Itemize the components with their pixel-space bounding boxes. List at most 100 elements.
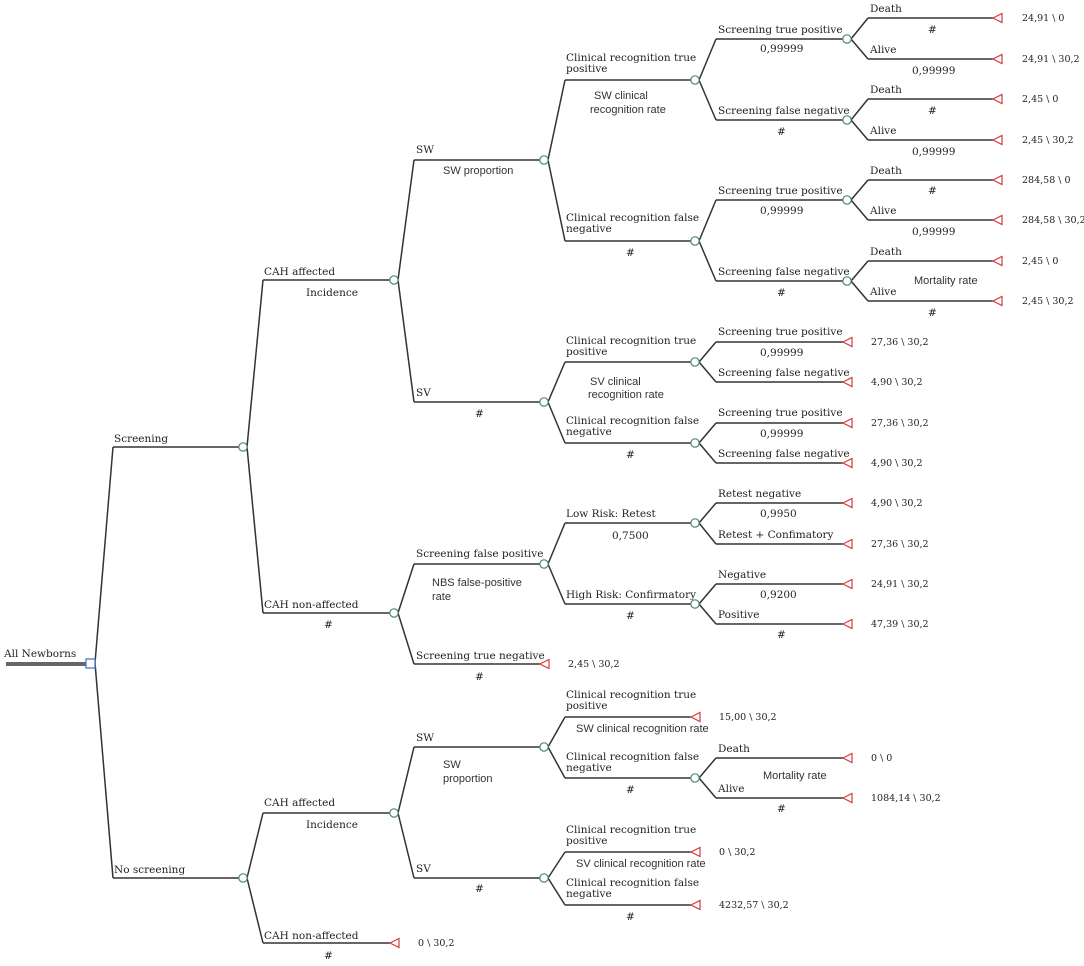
payoff-value: 4,90 \ 30,2 bbox=[871, 377, 923, 388]
branch-label-screening-false-negative: Screening false negative bbox=[718, 367, 850, 379]
branch-label-retest-negative: Retest negative bbox=[718, 488, 801, 500]
terminal-node[interactable] bbox=[991, 174, 1003, 186]
prob-confirmatory-negative: 0,9200 bbox=[760, 589, 797, 601]
terminal-node[interactable] bbox=[991, 134, 1003, 146]
prob-complement: # bbox=[928, 24, 937, 36]
payoff-value: 27,36 \ 30,2 bbox=[871, 418, 929, 429]
branch-label-screening-true-positive: Screening true positive bbox=[718, 24, 843, 36]
terminal-node[interactable] bbox=[841, 618, 853, 630]
payoff-value: 24,91 \ 30,2 bbox=[1022, 54, 1080, 65]
payoff-value: 24,91 \ 0 bbox=[1022, 13, 1064, 24]
terminal-node[interactable] bbox=[991, 214, 1003, 226]
terminal-node[interactable] bbox=[388, 937, 400, 949]
terminal-node[interactable] bbox=[538, 658, 550, 670]
terminal-node[interactable] bbox=[689, 846, 701, 858]
decision-node[interactable] bbox=[85, 658, 96, 669]
terminal-node[interactable] bbox=[991, 255, 1003, 267]
terminal-node[interactable] bbox=[841, 376, 853, 388]
chance-node[interactable] bbox=[690, 75, 700, 85]
payoff-value: 27,36 \ 30,2 bbox=[871, 539, 929, 550]
branch-label-cah-affected: CAH affected bbox=[264, 266, 335, 278]
prob-complement: # bbox=[475, 671, 484, 683]
probability-labels: Incidence Incidence # # SW proportion # … bbox=[306, 24, 978, 962]
prob-complement: # bbox=[324, 619, 333, 631]
branch-label-alive: Alive bbox=[869, 205, 896, 217]
prob-mortality-rate: Mortality rate bbox=[914, 275, 978, 287]
chance-node[interactable] bbox=[389, 608, 399, 618]
chance-node[interactable] bbox=[842, 276, 852, 286]
prob-complement: # bbox=[928, 307, 937, 319]
payoff-value: 2,45 \ 0 bbox=[1022, 256, 1058, 267]
branch-label-cah-non-affected: CAH non-affected bbox=[264, 930, 359, 942]
terminal-node[interactable] bbox=[841, 792, 853, 804]
terminal-node[interactable] bbox=[841, 497, 853, 509]
chance-node[interactable] bbox=[690, 518, 700, 528]
prob-complement: # bbox=[777, 629, 786, 641]
chance-node[interactable] bbox=[690, 438, 700, 448]
branch-label-death: Death bbox=[870, 84, 902, 96]
branch-label-alive: Alive bbox=[869, 44, 896, 56]
prob-nbs-false-positive-rate: NBS false-positive bbox=[432, 577, 522, 589]
chance-node[interactable] bbox=[389, 275, 399, 285]
prob-complement: # bbox=[777, 126, 786, 138]
prob-sv-clinical-recognition-rate: SV clinical bbox=[590, 376, 641, 388]
chance-node[interactable] bbox=[690, 773, 700, 783]
chance-node[interactable] bbox=[539, 559, 549, 569]
terminal-node[interactable] bbox=[841, 578, 853, 590]
payoff-value: 284,58 \ 30,2 bbox=[1022, 215, 1084, 226]
terminal-node[interactable] bbox=[991, 53, 1003, 65]
prob-complement: # bbox=[324, 950, 333, 962]
chance-node[interactable] bbox=[238, 442, 248, 452]
prob-incidence: Incidence bbox=[306, 819, 358, 831]
branch-labels: All Newborns Screening No screening CAH … bbox=[3, 3, 902, 942]
terminal-node[interactable] bbox=[991, 295, 1003, 307]
prob-complement: # bbox=[928, 105, 937, 117]
terminal-node[interactable] bbox=[841, 752, 853, 764]
chance-node[interactable] bbox=[690, 236, 700, 246]
prob-screening: 0,99999 bbox=[760, 43, 803, 55]
branch-label-screening-false-negative: Screening false negative bbox=[718, 448, 850, 460]
branch-label-screening-false-negative: Screening false negative bbox=[718, 266, 850, 278]
payoff-value: 0 \ 30,2 bbox=[719, 847, 755, 858]
terminal-node[interactable] bbox=[841, 457, 853, 469]
prob-sw-clinical-recognition-rate: recognition rate bbox=[590, 104, 666, 116]
terminal-node[interactable] bbox=[689, 899, 701, 911]
chance-node[interactable] bbox=[842, 195, 852, 205]
terminal-node[interactable] bbox=[841, 538, 853, 550]
payoff-value: 24,91 \ 30,2 bbox=[871, 579, 929, 590]
prob-complement: # bbox=[475, 408, 484, 420]
payoff-value: 1084,14 \ 30,2 bbox=[871, 793, 941, 804]
terminal-node[interactable] bbox=[991, 93, 1003, 105]
chance-node[interactable] bbox=[842, 115, 852, 125]
payoff-value: 47,39 \ 30,2 bbox=[871, 619, 929, 630]
branch-label-sw: SW bbox=[416, 732, 434, 744]
chance-node[interactable] bbox=[539, 155, 549, 165]
branch-label-screening-true-negative: Screening true negative bbox=[416, 650, 545, 662]
chance-node[interactable] bbox=[539, 873, 549, 883]
branch-label-screening-true-positive: Screening true positive bbox=[718, 407, 843, 419]
chance-node[interactable] bbox=[389, 808, 399, 818]
terminal-node[interactable] bbox=[689, 711, 701, 723]
branch-label-sw: SW bbox=[416, 144, 434, 156]
branch-label-screening-true-positive: Screening true positive bbox=[718, 326, 843, 338]
terminal-node[interactable] bbox=[991, 12, 1003, 24]
terminal-node[interactable] bbox=[841, 417, 853, 429]
payoff-value: 2,45 \ 0 bbox=[1022, 94, 1058, 105]
chance-node[interactable] bbox=[690, 599, 700, 609]
chance-node[interactable] bbox=[842, 34, 852, 44]
chance-node[interactable] bbox=[690, 357, 700, 367]
payoff-labels: 24,91 \ 0 24,91 \ 30,2 2,45 \ 0 2,45 \ 3… bbox=[418, 13, 1084, 949]
chance-node[interactable] bbox=[238, 873, 248, 883]
branch-label-low-risk-retest: Low Risk: Retest bbox=[566, 508, 656, 520]
terminal-node[interactable] bbox=[841, 336, 853, 348]
payoff-value: 27,36 \ 30,2 bbox=[871, 337, 929, 348]
prob-retest-negative: 0,9950 bbox=[760, 508, 797, 520]
terminal-nodes bbox=[388, 12, 1003, 949]
chance-node[interactable] bbox=[539, 397, 549, 407]
prob-complement: # bbox=[626, 449, 635, 461]
prob-retest: 0,7500 bbox=[612, 530, 649, 542]
chance-node[interactable] bbox=[539, 742, 549, 752]
